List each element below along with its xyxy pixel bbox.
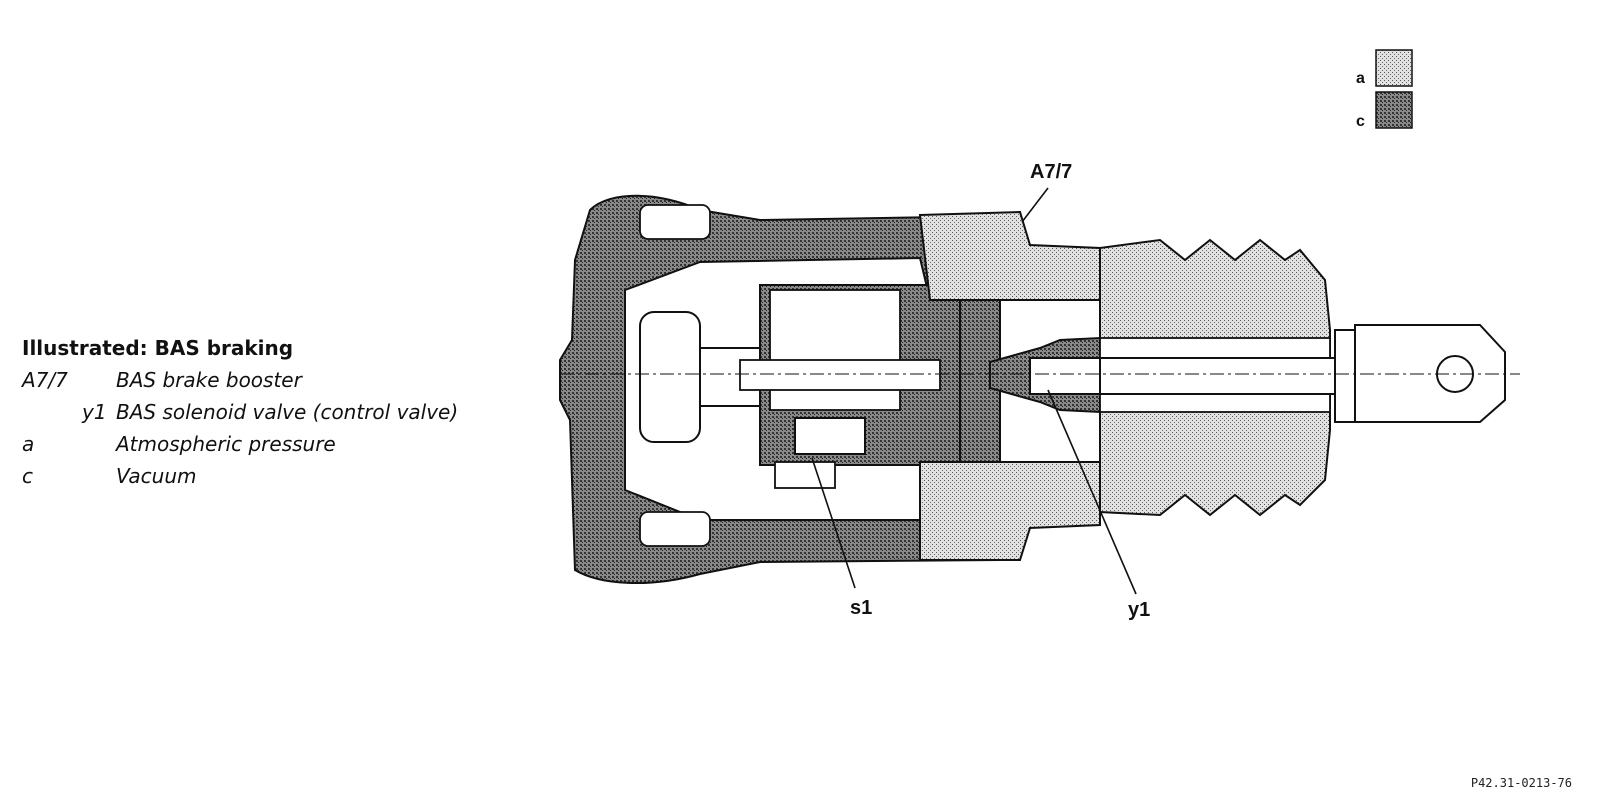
key-label-a: a [1356,70,1365,87]
legend-row-y1: y1 BAS solenoid valve (control valve) [22,396,458,428]
atmospheric-swatch [1375,49,1413,87]
leader-s1 [811,457,856,589]
rear-housing-lower [919,461,1101,561]
legend-code: a [22,432,35,456]
pressure-key: a c [1356,49,1413,130]
key-label-c: c [1356,113,1365,130]
switch-s1-base [774,461,836,489]
figure-code: P42.31-0213-76 [1470,776,1572,790]
legend-code: c [22,464,33,488]
legend-code: A7/7 [22,368,68,392]
legend-row-a7-7: A7/7 BAS brake booster [22,364,302,396]
legend-desc: BAS brake booster [116,368,302,392]
legend-desc: Vacuum [116,464,197,488]
legend-title: Illustrated: BAS braking [22,336,294,360]
push-rod-front [739,359,941,391]
atmospheric-zones [918,210,1101,561]
callout-a7-7: A7/7 [1030,161,1072,183]
piston-head [639,311,701,443]
legend-row-c: c Vacuum [22,460,293,492]
legend-desc: Atmospheric pressure [116,432,336,456]
lower-seal [639,511,711,547]
upper-seal [639,204,711,240]
valve-plunger-through [1099,357,1341,395]
legend-row-a: a Atmospheric pressure [22,428,336,460]
callout-s1: s1 [850,597,872,619]
clevis-collar [1334,329,1356,423]
valve-cavity [769,289,901,411]
legend-code: y1 [82,400,107,424]
legend: Illustrated: BAS braking A7/7 BAS brake … [22,332,458,492]
leader-y1 [1047,389,1137,595]
switch-s1 [794,417,866,455]
callout-y1: y1 [1128,599,1150,621]
vacuum-swatch [1375,91,1413,129]
legend-desc: BAS solenoid valve (control valve) [116,400,459,424]
leader-a7-7 [1021,187,1049,223]
rear-housing-upper [918,210,1101,301]
